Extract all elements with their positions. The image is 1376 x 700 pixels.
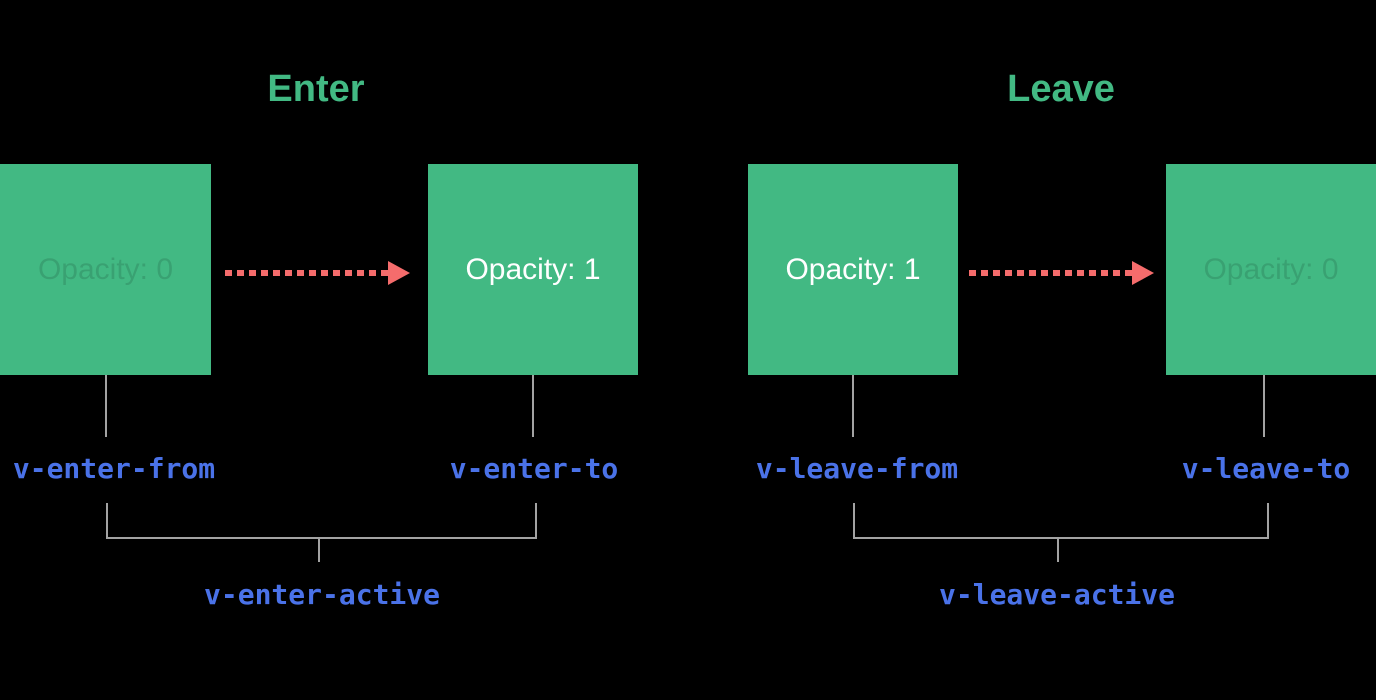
label-v-enter-from: v-enter-from: [12, 452, 216, 485]
leave-active-bracket: [853, 503, 1269, 539]
enter-from-box-label: Opacity: 0: [37, 252, 174, 286]
label-v-enter-active: v-enter-active: [203, 578, 441, 611]
label-v-leave-to: v-leave-to: [1181, 452, 1351, 485]
leave-to-connector-line: [1263, 375, 1265, 437]
enter-from-box: Opacity: 0: [0, 164, 211, 375]
enter-to-box-label: Opacity: 1: [465, 252, 601, 286]
leave-active-bracket-stem: [1057, 537, 1059, 562]
leave-to-box-label: Opacity: 0: [1203, 252, 1339, 286]
leave-arrow-dashed-line: [969, 270, 1132, 276]
leave-from-box: Opacity: 1: [748, 164, 958, 375]
leave-from-box-label: Opacity: 1: [785, 252, 921, 286]
leave-section-title: Leave: [1007, 68, 1115, 110]
enter-active-bracket: [106, 503, 537, 539]
leave-arrowhead-icon: [1132, 261, 1154, 285]
leave-from-connector-line: [852, 375, 854, 437]
label-v-leave-from: v-leave-from: [755, 452, 959, 485]
enter-section-title: Enter: [267, 68, 365, 110]
leave-to-box: Opacity: 0: [1166, 164, 1376, 375]
label-v-enter-to: v-enter-to: [449, 452, 619, 485]
enter-from-connector-line: [105, 375, 107, 437]
enter-to-box: Opacity: 1: [428, 164, 638, 375]
enter-to-connector-line: [532, 375, 534, 437]
enter-active-bracket-stem: [318, 537, 320, 562]
label-v-leave-active: v-leave-active: [938, 578, 1176, 611]
enter-arrow-dashed-line: [225, 270, 392, 276]
enter-arrowhead-icon: [388, 261, 410, 285]
